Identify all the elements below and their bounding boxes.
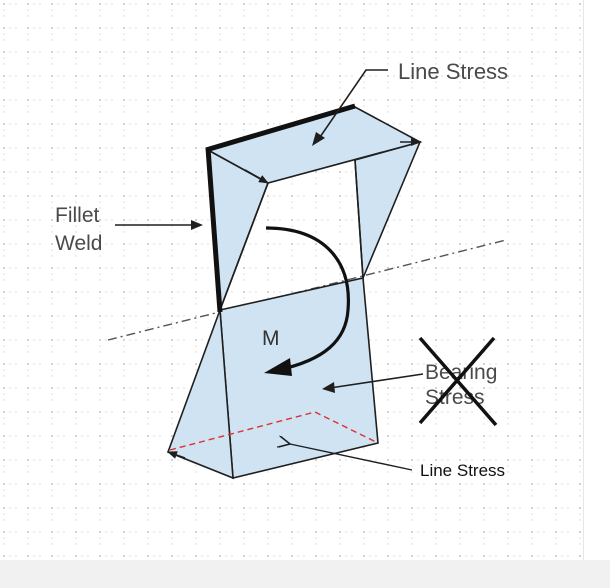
label-bearing: Bearing	[425, 361, 497, 384]
bearing-stress-arrowhead	[322, 382, 335, 393]
line-stress-top-arrowhead	[312, 132, 325, 146]
edge-front-to-left	[219, 182, 269, 311]
label-weld: Weld	[55, 232, 102, 255]
lower-left-face	[166, 309, 234, 480]
label-moment: M	[262, 327, 280, 350]
vertical-scrollbar[interactable]	[583, 0, 610, 588]
label-line-stress-top: Line Stress	[398, 59, 508, 84]
edge-mid-right	[354, 159, 364, 279]
label-stress: Stress	[425, 386, 485, 409]
line-stress-top-leader	[317, 69, 388, 141]
weld-line-top	[205, 103, 356, 153]
lower-front-face	[219, 277, 379, 479]
line-stress-bottom-leader	[290, 444, 413, 471]
fillet-weld-arrowhead	[191, 220, 203, 230]
label-line-stress-bottom: Line Stress	[420, 461, 505, 480]
grid-background	[0, 0, 583, 560]
bearing-stress-leader	[329, 373, 424, 389]
corner-arrow-1	[244, 169, 269, 184]
corner-arrow-3	[167, 451, 186, 459]
moment-arrow	[265, 226, 350, 372]
moment-arrow-head	[264, 358, 292, 376]
x-cross-icon	[418, 336, 498, 427]
label-fillet: Fillet	[55, 204, 100, 227]
bottom-strip	[0, 560, 610, 588]
weld-line-left	[205, 147, 223, 313]
